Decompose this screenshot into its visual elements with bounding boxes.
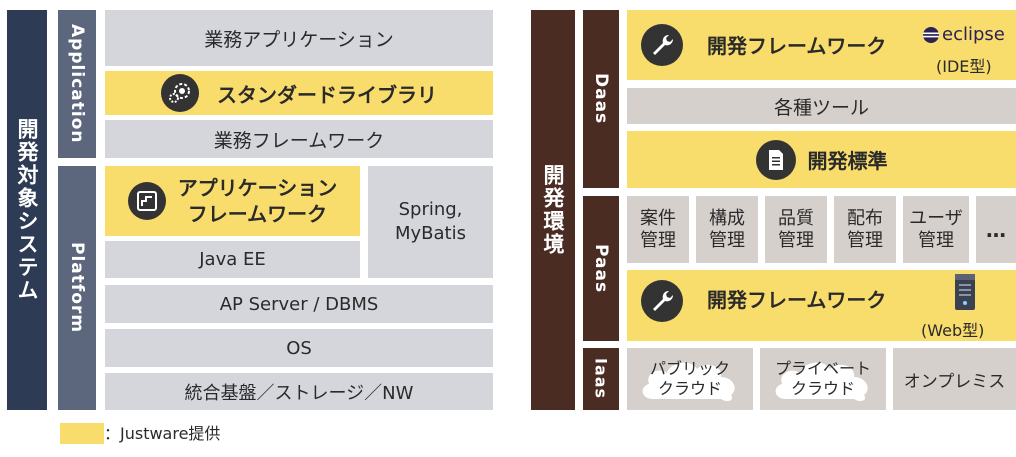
infrastructure-text: 統合基盤／ストレージ／NW xyxy=(184,382,414,404)
business-framework-row: 業務フレームワーク xyxy=(105,120,493,158)
iaas-label: Iaas xyxy=(591,358,611,400)
platform-label-bar: Platform xyxy=(58,166,96,410)
business-application-text: 業務アプリケーション xyxy=(204,28,394,51)
application-label: Application xyxy=(67,24,87,144)
wrench-icon xyxy=(641,280,683,322)
public-cloud-line1: パブリック xyxy=(649,359,730,378)
management-item-line2: 管理 xyxy=(640,229,676,251)
os-text: OS xyxy=(286,337,312,359)
tools-row: 各種ツール xyxy=(627,88,1016,124)
tools-text: 各種ツール xyxy=(773,96,869,119)
target-system-label-bar: 開発対象システム xyxy=(7,10,47,410)
document-icon xyxy=(755,139,796,180)
management-item-line2: 管理 xyxy=(709,229,745,251)
app-framework-line2: フレームワーク xyxy=(187,202,328,226)
management-item-line2: 管理 xyxy=(847,229,883,251)
private-cloud-line2: クラウド xyxy=(790,379,855,398)
wrench-icon xyxy=(641,24,683,66)
management-item: 配布 管理 xyxy=(834,196,896,263)
iaas-label-bar: Iaas xyxy=(583,348,619,410)
ap-server-row: AP Server / DBMS xyxy=(105,285,493,323)
gear-icon xyxy=(161,74,199,112)
ap-server-text: AP Server / DBMS xyxy=(219,293,379,315)
private-cloud-box: プライベート クラウド xyxy=(760,348,886,410)
eclipse-icon xyxy=(923,26,939,43)
management-item-line1: 品質 xyxy=(778,207,814,229)
java-ee-row: Java EE xyxy=(105,241,360,278)
legend-swatch xyxy=(60,423,104,444)
platform-label: Platform xyxy=(67,242,87,334)
app-framework-box: アプリケーション フレームワーク xyxy=(105,166,360,236)
spring-mybatis-box: Spring, MyBatis xyxy=(368,166,493,278)
management-item-line1: 案件 xyxy=(640,207,676,229)
public-cloud-box: パブリック クラウド xyxy=(627,348,753,410)
application-label-bar: Application xyxy=(58,10,96,158)
daas-label: Daas xyxy=(591,73,611,125)
standard-library-text: スタンダードライブラリ xyxy=(217,82,437,107)
dev-environment-label: 開発環境 xyxy=(541,164,565,256)
dev-framework-web-text: 開発フレームワーク xyxy=(707,288,887,312)
infrastructure-row: 統合基盤／ストレージ／NW xyxy=(105,373,493,410)
management-item: 案件 管理 xyxy=(627,196,689,263)
cloud-icon xyxy=(642,362,735,402)
on-premise-text: オンプレミス xyxy=(903,371,1006,392)
dev-framework-ide-box: 開発フレームワーク eclipse (IDE型) xyxy=(627,10,1016,80)
private-cloud-line1: プライベート xyxy=(774,359,871,378)
app-window-icon xyxy=(127,182,166,220)
ide-type-text: (IDE型) xyxy=(936,57,992,76)
on-premise-box: オンプレミス xyxy=(893,348,1016,410)
ellipsis-text: … xyxy=(986,217,1006,242)
dev-environment-label-bar: 開発環境 xyxy=(531,10,575,410)
eclipse-text: eclipse xyxy=(942,24,1005,45)
java-ee-text: Java EE xyxy=(199,249,266,270)
legend-text: ：Justware提供 xyxy=(104,424,221,443)
business-framework-text: 業務フレームワーク xyxy=(213,129,385,152)
mybatis-text: MyBatis xyxy=(395,223,466,244)
management-item: 構成 管理 xyxy=(696,196,758,263)
management-item-line1: 構成 xyxy=(709,207,745,229)
public-cloud-line2: クラウド xyxy=(657,379,722,398)
management-item-line1: ユーザ xyxy=(909,207,963,229)
dev-standard-text: 開発標準 xyxy=(807,149,888,173)
business-application-row: 業務アプリケーション xyxy=(105,10,493,66)
server-icon xyxy=(952,272,978,316)
target-system-label: 開発対象システム xyxy=(15,118,39,302)
dev-framework-ide-text: 開発フレームワーク xyxy=(707,34,887,58)
management-item-line2: 管理 xyxy=(778,229,814,251)
management-more: … xyxy=(976,196,1016,263)
management-item-line1: 配布 xyxy=(847,207,883,229)
web-type-text: (Web型) xyxy=(921,321,985,340)
dev-standard-box: 開発標準 xyxy=(627,131,1016,188)
daas-label-bar: Daas xyxy=(583,10,619,188)
cloud-icon xyxy=(775,362,868,402)
spring-text: Spring, xyxy=(398,199,463,220)
os-row: OS xyxy=(105,329,493,367)
paas-label-bar: Paas xyxy=(583,196,619,341)
dev-framework-web-box: 開発フレームワーク (Web型) xyxy=(627,270,1016,341)
eclipse-logo: eclipse xyxy=(922,24,1005,45)
app-framework-line1: アプリケーション xyxy=(177,176,338,200)
standard-library-row: スタンダードライブラリ xyxy=(105,71,493,115)
paas-label: Paas xyxy=(591,243,611,294)
management-item: 品質 管理 xyxy=(765,196,827,263)
management-item-line2: 管理 xyxy=(918,229,954,251)
management-item: ユーザ 管理 xyxy=(903,196,969,263)
